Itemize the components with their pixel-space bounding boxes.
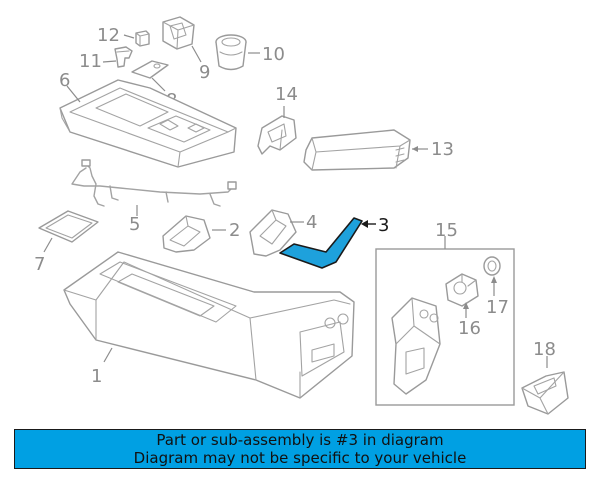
callout-12: 12 [97,25,120,46]
part-13-armrest-lid [303,129,411,171]
part-9-bracket [162,16,195,50]
callout-1: 1 [91,366,102,387]
callout-7: 7 [34,254,45,275]
arrow-17 [491,276,497,283]
part-7-mat [38,210,99,243]
part-3-highlighted-panel [279,217,363,269]
part-14-bracket [257,115,297,155]
part-2-bracket [162,215,211,253]
notice-banner: Part or sub-assembly is #3 in diagram Di… [14,429,586,469]
callout-15: 15 [435,220,458,241]
part-11-clip [114,46,133,68]
part-5-wiring-harness [71,159,237,207]
callout-13: 13 [431,139,454,160]
arrow-3 [361,220,368,228]
part-1-center-console [63,251,355,399]
leader-12 [123,34,135,39]
part-8-pad [131,60,169,79]
callout-9: 9 [199,62,210,83]
leader-11 [102,60,117,63]
part-10-cup-holder [215,34,247,71]
callout-2: 2 [229,220,240,241]
notice-line-1: Part or sub-assembly is #3 in diagram [156,431,444,449]
part-6-console-top [59,79,237,168]
leader-7 [43,237,53,253]
leader-6 [66,85,81,103]
callout-17: 17 [486,297,509,318]
leader-8 [151,77,166,92]
callout-6: 6 [59,70,70,91]
notice-line-2: Diagram may not be specific to your vehi… [133,449,467,467]
arrow-13 [412,146,418,152]
leader-9 [191,45,202,63]
callout-18: 18 [533,339,556,360]
callout-11: 11 [79,51,102,72]
callout-5: 5 [129,214,140,235]
part-18-bin-insert [521,371,569,415]
part-15-rear-vent-assembly [375,248,515,406]
arrow-16 [463,302,469,309]
part-12-cap [135,30,150,47]
part-4-bracket [249,209,297,257]
callout-16: 16 [458,318,481,339]
callout-14: 14 [275,84,298,105]
callout-10: 10 [262,44,285,65]
callout-4: 4 [306,212,317,233]
leader-1 [103,347,113,363]
callout-3: 3 [378,215,389,236]
